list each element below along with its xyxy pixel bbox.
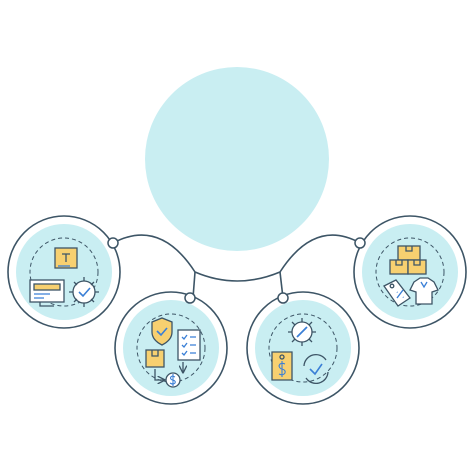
- settings-check-gear-icon: [69, 277, 99, 307]
- stacked-boxes-icon: [389, 245, 427, 275]
- node-2-connector-dot: [184, 292, 196, 304]
- shirt-icon: [409, 277, 439, 305]
- dollar-coin-icon: [165, 362, 183, 388]
- node-2-dashed-ring: [136, 313, 206, 383]
- node-4-dashed-ring: [375, 237, 445, 307]
- node-1-dashed-ring: [29, 237, 99, 307]
- box-arrow-icon: [54, 247, 78, 269]
- node-3-connector-dot: [277, 292, 289, 304]
- node-1-connector-dot: [107, 237, 119, 249]
- connector-arc: [112, 234, 361, 282]
- refresh-check-icon: [303, 353, 329, 385]
- node-4: [353, 215, 467, 329]
- node-2: [114, 291, 228, 405]
- wrench-gear-icon: [288, 318, 316, 346]
- node-4-connector-dot: [354, 237, 366, 249]
- online-store-icon: [29, 279, 65, 307]
- shield-check-icon: [151, 317, 173, 346]
- node-3: [246, 291, 360, 405]
- checklist-document-icon: [177, 329, 201, 361]
- node-1: [7, 215, 121, 329]
- box-icon: [145, 349, 164, 380]
- node-3-dashed-ring: [268, 313, 338, 383]
- hub-circle: [145, 67, 329, 251]
- discount-tag-icon: [383, 279, 411, 307]
- price-tag-icon: [271, 351, 293, 381]
